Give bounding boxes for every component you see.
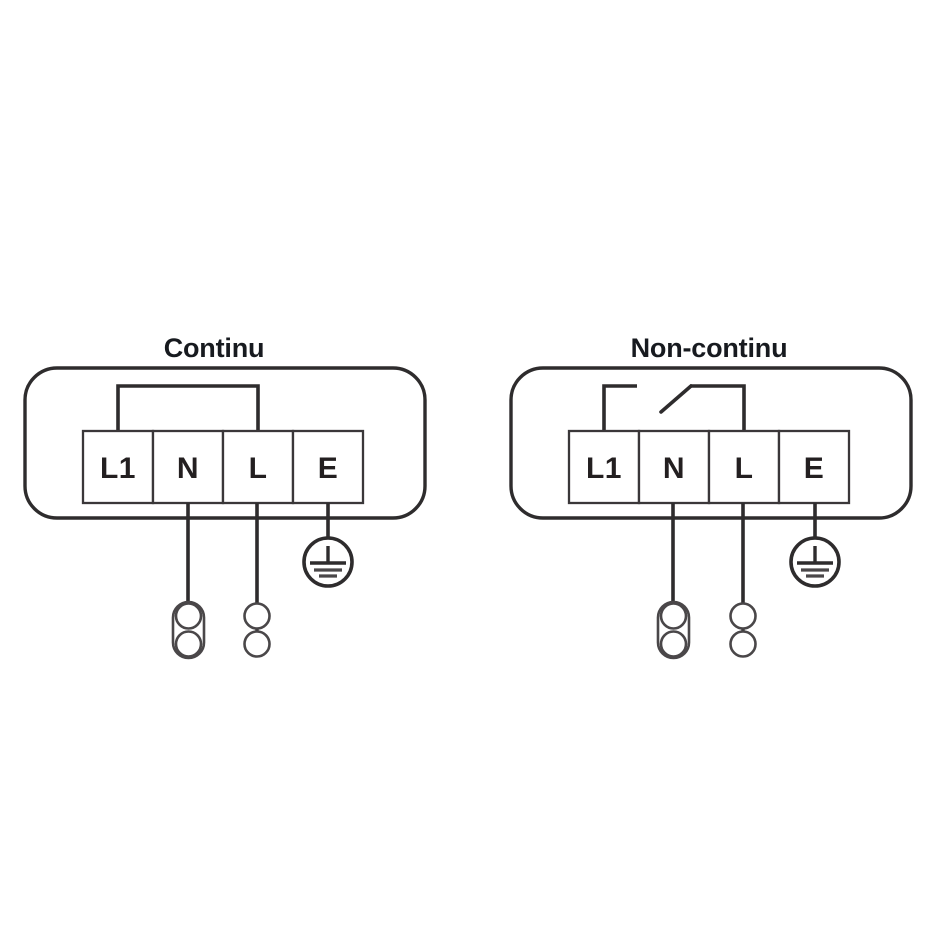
- terminal-label-n: N: [177, 452, 199, 485]
- jumper-continuous-bridge: [116, 384, 260, 431]
- terminal-block-continu: L1 N L E: [81, 429, 365, 505]
- terminal-label-e: E: [804, 452, 825, 485]
- jumper-open-switch: [602, 384, 746, 431]
- earth-ground-icon-continu: [302, 536, 354, 588]
- earth-ground-icon-non-continu: [789, 536, 841, 588]
- switch-left-stub: [602, 384, 637, 431]
- diagram-non-continu: Non-continu L1 N L E: [509, 333, 913, 660]
- connector-capsule-pair-n-non-continu[interactable]: [656, 600, 691, 660]
- drop-wires-non-continu: [671, 503, 817, 604]
- terminal-cell-e[interactable]: [777, 429, 851, 505]
- diagram-title-non-continu: Non-continu: [631, 333, 788, 363]
- connector-capsule-pair-n-continu[interactable]: [171, 600, 206, 660]
- connector-linked-pair-l-non-continu[interactable]: [729, 602, 757, 658]
- drop-wires-continu: [186, 503, 330, 604]
- switch-right-stub: [690, 384, 746, 431]
- terminal-label-e: E: [318, 452, 339, 485]
- terminal-cell-l1[interactable]: [81, 429, 155, 505]
- diagram-title-continu: Continu: [164, 333, 265, 363]
- terminal-label-n: N: [663, 452, 685, 485]
- terminal-label-l1: L1: [586, 452, 622, 485]
- terminal-block-non-continu: L1 N L E: [567, 429, 851, 505]
- connector-linked-pair-l-continu[interactable]: [243, 602, 271, 658]
- terminal-cell-n[interactable]: [637, 429, 711, 505]
- diagram-continu: Continu L1 N L E: [23, 333, 427, 660]
- terminal-label-l: L: [249, 452, 268, 485]
- terminal-cell-l[interactable]: [221, 429, 295, 505]
- terminal-label-l1: L1: [100, 452, 136, 485]
- switch-arm[interactable]: [659, 384, 693, 414]
- terminal-label-l: L: [735, 452, 754, 485]
